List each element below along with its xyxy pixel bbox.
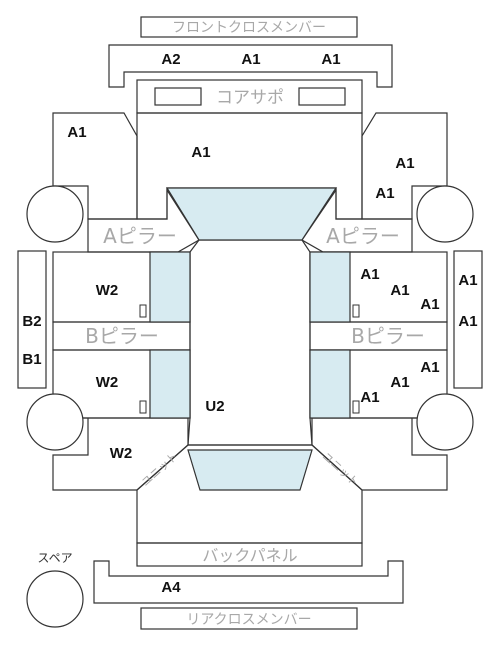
door-handle-rear-left (139, 400, 147, 414)
back-panel (136, 542, 363, 567)
door-handle-rear-right (352, 400, 360, 414)
spare-label: スペア (37, 551, 72, 565)
rear-bumper-panel (93, 560, 404, 604)
headlight-right (298, 87, 346, 106)
grade-front-door-right-2: A1 (390, 282, 409, 299)
grade-front-door-left: W2 (96, 282, 119, 299)
grade-rear-bumper: A4 (161, 579, 181, 596)
front-cross-member-label: フロントクロスメンバー (172, 20, 326, 36)
unit-right-label: ユニット (320, 450, 361, 489)
core-support-label: コアサポ (216, 88, 284, 108)
grade-fender-right-top: A1 (395, 155, 414, 172)
step-left (17, 250, 47, 389)
quarter-right (311, 417, 448, 491)
wheel-rear-right (416, 393, 474, 451)
quarter-left (52, 417, 189, 491)
grade-quarter-left: W2 (110, 445, 133, 462)
grade-front-a1-mid: A1 (241, 51, 260, 68)
front-bumper-panel (108, 44, 393, 88)
grade-roof: U2 (205, 398, 224, 415)
grade-rear-door-right-2: A1 (390, 374, 409, 391)
wheel-front-right (416, 185, 474, 243)
grade-front-door-right-1: A1 (360, 266, 379, 283)
rear-glass (187, 449, 313, 491)
rear-window-right (309, 349, 351, 419)
door-handle-front-left (139, 304, 147, 318)
a-pillar-right-label: Aピラー (326, 224, 400, 248)
rear-cross-member-label: リアクロスメンバー (186, 612, 311, 628)
grade-step-right-2: A1 (458, 313, 477, 330)
door-handle-front-right (352, 304, 360, 318)
rear-cross-member-box (140, 607, 358, 630)
fender-right (361, 112, 448, 220)
step-right (453, 250, 483, 389)
wheel-front-left (26, 185, 84, 243)
grade-fender-left: A1 (67, 124, 86, 141)
b-pillar-left-label: Bピラー (85, 324, 159, 348)
spare-tire (26, 570, 84, 628)
windshield-glass (165, 187, 338, 241)
front-cross-member-box (140, 16, 358, 38)
wheel-rear-left (26, 393, 84, 451)
grade-step-left-b1: B1 (22, 351, 41, 368)
grade-front-a1-right: A1 (321, 51, 340, 68)
grade-front-a2: A2 (161, 51, 180, 68)
rear-window-left (149, 349, 191, 419)
grade-rear-door-right-3: A1 (360, 389, 379, 406)
b-pillar-right-label: Bピラー (351, 324, 425, 348)
grade-rear-door-left: W2 (96, 374, 119, 391)
grade-hood: A1 (191, 144, 210, 161)
front-window-right (309, 251, 351, 323)
unit-left-label: ユニット (139, 450, 180, 489)
front-window-left (149, 251, 191, 323)
grade-step-left-b2: B2 (22, 313, 41, 330)
grade-fender-right-bottom: A1 (375, 185, 394, 202)
headlight-left (154, 87, 202, 106)
grade-rear-door-right-1: A1 (420, 359, 439, 376)
back-panel-label: バックパネル (202, 546, 297, 565)
grade-step-right-1: A1 (458, 272, 477, 289)
a-pillar-left-label: Aピラー (103, 224, 177, 248)
grade-front-door-right-3: A1 (420, 296, 439, 313)
